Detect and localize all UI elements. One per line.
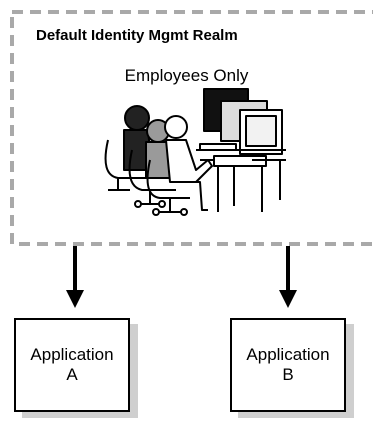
application-b-letter: B <box>282 365 294 384</box>
employees-illustration <box>104 88 286 216</box>
realm-subtitle: Employees Only <box>124 66 249 85</box>
arrow-to-application-a <box>66 246 84 308</box>
application-b-box: Application B <box>230 318 346 412</box>
application-a-label: Application <box>30 345 114 364</box>
realm-title: Default Identity Mgmt Realm <box>36 27 238 44</box>
application-a-box: Application A <box>14 318 130 412</box>
application-a-letter: A <box>66 365 78 384</box>
application-b-label: Application <box>246 345 330 364</box>
realm-border <box>10 10 373 246</box>
arrow-to-application-b <box>279 246 297 308</box>
